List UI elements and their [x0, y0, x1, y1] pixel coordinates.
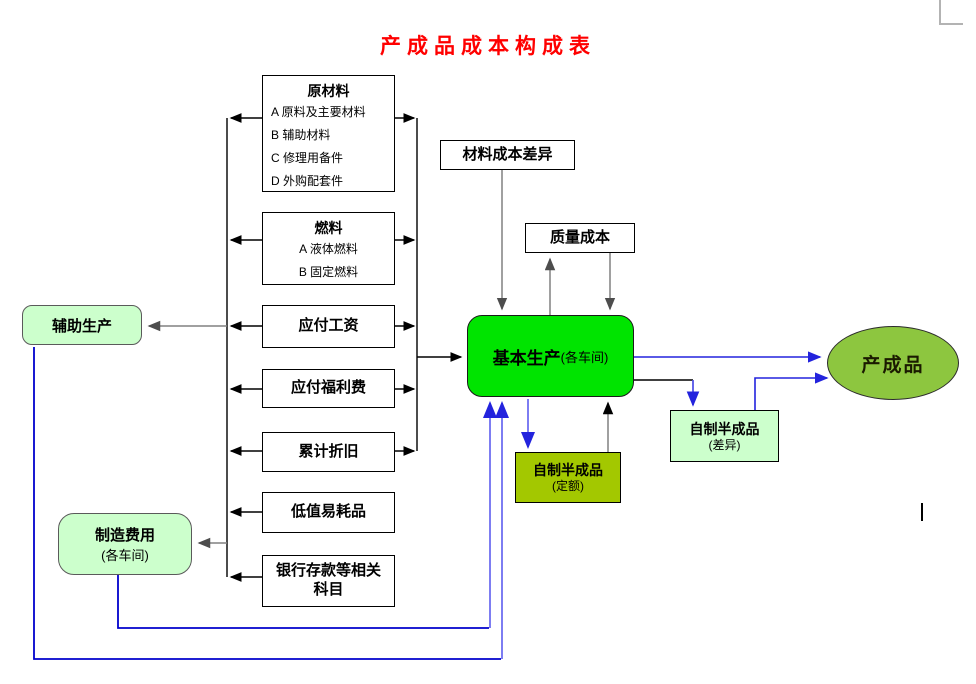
node-basic-production-label: 基本生产 — [492, 348, 561, 368]
node-fuel-item: B 固定燃料 — [298, 265, 359, 279]
node-mfg-cost[interactable]: 制造费用 (各车间) — [58, 513, 192, 575]
node-material-variance[interactable]: 材料成本差异 — [440, 140, 575, 170]
node-bank[interactable]: 银行存款等相关科目 — [262, 555, 395, 607]
node-semi-quota-label: 自制半成品 — [533, 462, 603, 479]
node-aux-production-label: 辅助生产 — [51, 317, 112, 335]
node-semi-quota[interactable]: 自制半成品 (定额) — [515, 452, 621, 503]
node-bank-label: 银行存款等相关科目 — [275, 562, 381, 598]
node-semi-quota-sub: (定额) — [552, 479, 584, 494]
left-trunk-connectors — [226, 113, 262, 582]
node-consumables[interactable]: 低值易耗品 — [262, 492, 395, 533]
node-fuel-title: 燃料 — [314, 220, 343, 236]
node-material-variance-label: 材料成本差异 — [462, 145, 553, 163]
node-semi-variance-label: 自制半成品 — [689, 420, 760, 437]
node-mfg-cost-sub: (各车间) — [101, 548, 149, 563]
node-quality-cost[interactable]: 质量成本 — [525, 223, 635, 253]
node-fuel-item: A 液体燃料 — [299, 242, 358, 256]
node-quality-cost-label: 质量成本 — [549, 228, 610, 246]
node-welfare-label: 应付福利费 — [290, 379, 366, 397]
text-cursor — [921, 503, 923, 521]
node-aux-production[interactable]: 辅助生产 — [22, 305, 142, 345]
node-raw-materials-item: B 辅助材料 — [271, 128, 331, 142]
node-basic-production-sub: (各车间) — [560, 349, 609, 365]
node-raw-materials[interactable]: 原材料 A 原料及主要材料 B 辅助材料 C 修理用备件 D 外购配套件 — [262, 75, 395, 192]
node-finished-goods[interactable]: 产成品 — [827, 326, 959, 400]
node-raw-materials-item: C 修理用备件 — [271, 151, 344, 165]
page-title[interactable]: 产成品成本构成表 — [380, 35, 596, 58]
node-wages-label: 应付工资 — [298, 317, 359, 335]
node-raw-materials-title: 原材料 — [307, 83, 350, 99]
node-wages[interactable]: 应付工资 — [262, 305, 395, 348]
blue-connectors — [33, 347, 829, 660]
node-semi-variance-sub: (差异) — [708, 437, 741, 452]
node-raw-materials-item: D 外购配套件 — [271, 174, 344, 188]
node-basic-production[interactable]: 基本生产(各车间) — [467, 315, 634, 397]
page-corner-mark — [939, 0, 963, 25]
node-depreciation[interactable]: 累计折旧 — [262, 432, 395, 472]
node-mfg-cost-label: 制造费用 — [94, 527, 155, 544]
node-semi-variance[interactable]: 自制半成品 (差异) — [670, 410, 779, 462]
node-raw-materials-item: A 原料及主要材料 — [271, 105, 366, 119]
node-finished-goods-label: 产成品 — [861, 354, 925, 376]
node-welfare[interactable]: 应付福利费 — [262, 369, 395, 408]
node-consumables-label: 低值易耗品 — [290, 503, 366, 521]
node-depreciation-label: 累计折旧 — [298, 442, 359, 460]
node-fuel[interactable]: 燃料 A 液体燃料 B 固定燃料 — [262, 212, 395, 285]
